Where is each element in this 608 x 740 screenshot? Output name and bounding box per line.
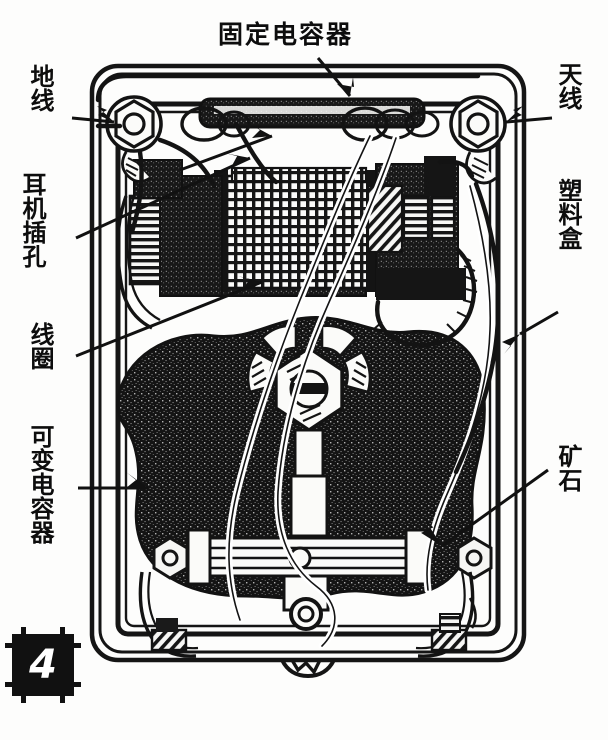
badge-square — [12, 634, 74, 696]
ground-terminal-left[interactable] — [105, 95, 163, 183]
badge-tick — [5, 643, 19, 648]
figure-number: 4 — [29, 642, 57, 688]
inner-arrow — [179, 124, 273, 172]
braided-cable — [373, 255, 478, 347]
label-antenna: 天线 — [554, 62, 582, 110]
label-coil: 线圈 — [26, 322, 54, 370]
label-fixed-capacitor: 固定电容器 — [218, 20, 354, 49]
label-plastic-case: 塑料盒 — [554, 178, 582, 250]
label-variable-capacitor: 可变电容器 — [26, 424, 54, 544]
screw-bottom-right — [456, 536, 493, 580]
badge-tick — [60, 689, 65, 703]
badge-tick — [60, 627, 65, 641]
label-crystal: 矿石 — [554, 444, 582, 492]
badge-tick — [5, 682, 19, 687]
badge-tick — [21, 689, 26, 703]
antenna-terminal-right[interactable] — [449, 95, 507, 185]
label-ground-wire: 地线 — [26, 64, 54, 112]
figure-number-badge: 4 — [5, 627, 81, 703]
badge-tick — [67, 643, 81, 648]
fixed-capacitor — [180, 97, 440, 142]
screw-bottom-left — [152, 536, 189, 580]
crystal-detector-cylinder[interactable] — [186, 528, 432, 631]
bottom-right-terminal — [415, 571, 477, 658]
bottom-left-terminal — [138, 571, 199, 658]
badge-tick — [67, 682, 81, 687]
badge-tick — [21, 627, 26, 641]
coil-component — [159, 166, 378, 297]
leader-arrowheads — [97, 77, 523, 546]
variable-capacitor-shaft-nut[interactable] — [246, 324, 372, 538]
label-earphone-jack: 耳机插孔 — [18, 172, 46, 268]
